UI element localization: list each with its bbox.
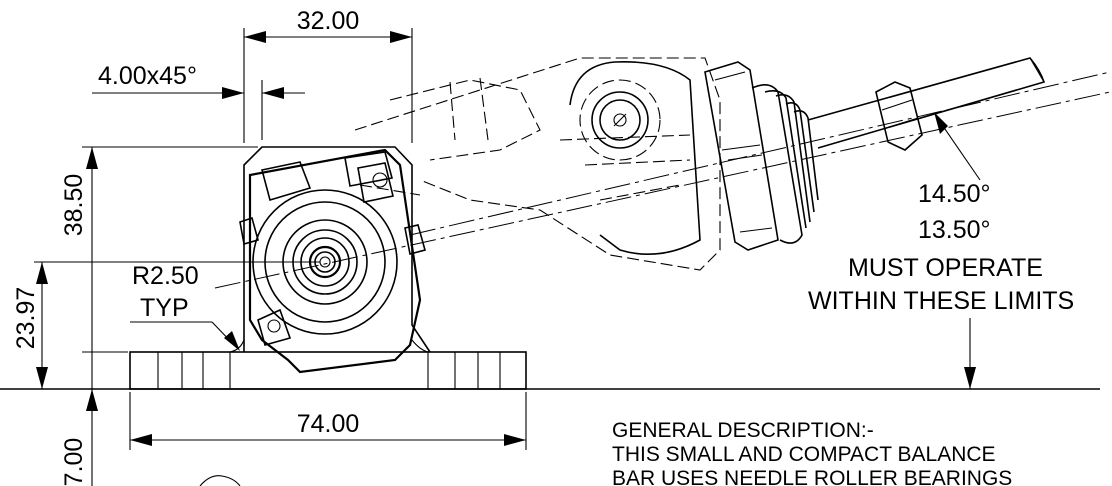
item-balloon bbox=[199, 475, 241, 486]
rubber-boot bbox=[751, 84, 819, 244]
description-heading: GENERAL DESCRIPTION:- bbox=[612, 419, 874, 442]
angle-dimension bbox=[934, 112, 981, 389]
fillet-radius-label: R2.50 bbox=[132, 262, 199, 290]
dimension-label-chamfer: 4.00x45° bbox=[98, 62, 197, 90]
dimension-label-center-height: 23.97 bbox=[12, 287, 40, 350]
mounting-base bbox=[129, 351, 527, 390]
pivot-housing bbox=[239, 148, 426, 374]
dimension-base-width bbox=[130, 434, 526, 446]
angle-min-label: 13.50° bbox=[918, 216, 991, 244]
rod-centerline bbox=[409, 71, 1111, 236]
fillet-note-label: TYP bbox=[140, 294, 189, 322]
reservoir-fitting bbox=[569, 61, 701, 255]
dimension-label-base-width: 74.00 bbox=[297, 410, 360, 438]
angle-note-line2: WITHIN THESE LIMITS bbox=[808, 287, 1074, 315]
angle-max-label: 14.50° bbox=[918, 180, 991, 208]
dimension-center-height bbox=[36, 262, 48, 389]
push-rod bbox=[807, 57, 1046, 149]
phantom-outline bbox=[354, 57, 721, 271]
dimension-body-height bbox=[86, 147, 98, 389]
dimension-chamfer bbox=[92, 87, 305, 99]
fillet-leader bbox=[130, 321, 240, 351]
description-line2: BAR USES NEEDLE ROLLER BEARINGS bbox=[612, 467, 1012, 486]
dimension-label-body-height: 38.50 bbox=[60, 174, 88, 237]
rod-hex-nut bbox=[875, 81, 923, 151]
dimension-label-top-width: 32.00 bbox=[297, 7, 360, 35]
dimension-top-width bbox=[244, 31, 412, 43]
dimension-lower-height bbox=[86, 389, 98, 486]
dimension-label-lower-height: 7.00 bbox=[60, 438, 88, 486]
description-line1: THIS SMALL AND COMPACT BALANCE bbox=[612, 443, 996, 466]
angle-note-line1: MUST OPERATE bbox=[848, 254, 1043, 282]
pivot-centerline bbox=[214, 91, 1111, 289]
